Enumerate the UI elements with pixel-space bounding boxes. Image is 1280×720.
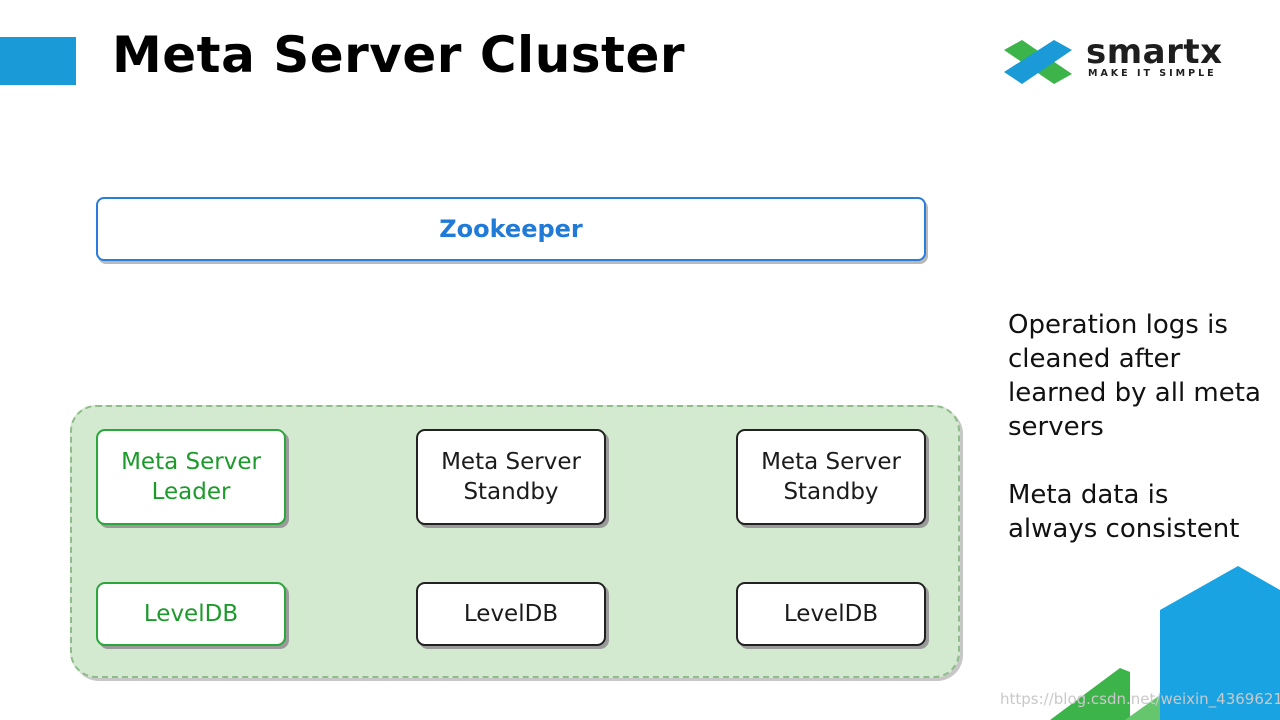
- node-role: Leader: [151, 479, 231, 505]
- watermark-url: https://blog.csdn.net/weixin_43696211: [1000, 690, 1280, 708]
- node-role: Standby: [463, 479, 559, 505]
- note-operation-logs: Operation logs is cleaned after learned …: [1008, 310, 1261, 442]
- leveldb-label: LevelDB: [143, 601, 239, 627]
- smartx-logo: smartx MAKE IT SIMPLE: [1004, 32, 1234, 88]
- leveldb-label: LevelDB: [783, 601, 879, 627]
- logo-wordmark: smartx: [1086, 32, 1223, 72]
- leveldb-standby-box-1: LevelDB: [416, 582, 606, 646]
- page-title: Meta Server Cluster: [112, 26, 686, 84]
- leveldb-label: LevelDB: [463, 601, 559, 627]
- zookeeper-box: Zookeeper: [96, 197, 926, 261]
- title-accent-bar: [0, 37, 76, 85]
- leveldb-leader-box: LevelDB: [96, 582, 286, 646]
- logo-tagline: MAKE IT SIMPLE: [1088, 68, 1217, 79]
- meta-server-standby-node-1: Meta Server Standby: [416, 429, 606, 525]
- node-title: Meta Server: [121, 449, 261, 475]
- corner-decoration: [1050, 566, 1280, 720]
- node-title: Meta Server: [761, 449, 901, 475]
- meta-server-leader-node: Meta Server Leader: [96, 429, 286, 525]
- meta-server-standby-node-2: Meta Server Standby: [736, 429, 926, 525]
- zookeeper-label: Zookeeper: [439, 215, 583, 243]
- leveldb-standby-box-2: LevelDB: [736, 582, 926, 646]
- smartx-logo-icon: [1004, 40, 1072, 84]
- node-title: Meta Server: [441, 449, 581, 475]
- note-consistency: Meta data is always consistent: [1008, 480, 1240, 544]
- side-notes: Operation logs is cleaned after learned …: [1008, 308, 1273, 580]
- node-role: Standby: [783, 479, 879, 505]
